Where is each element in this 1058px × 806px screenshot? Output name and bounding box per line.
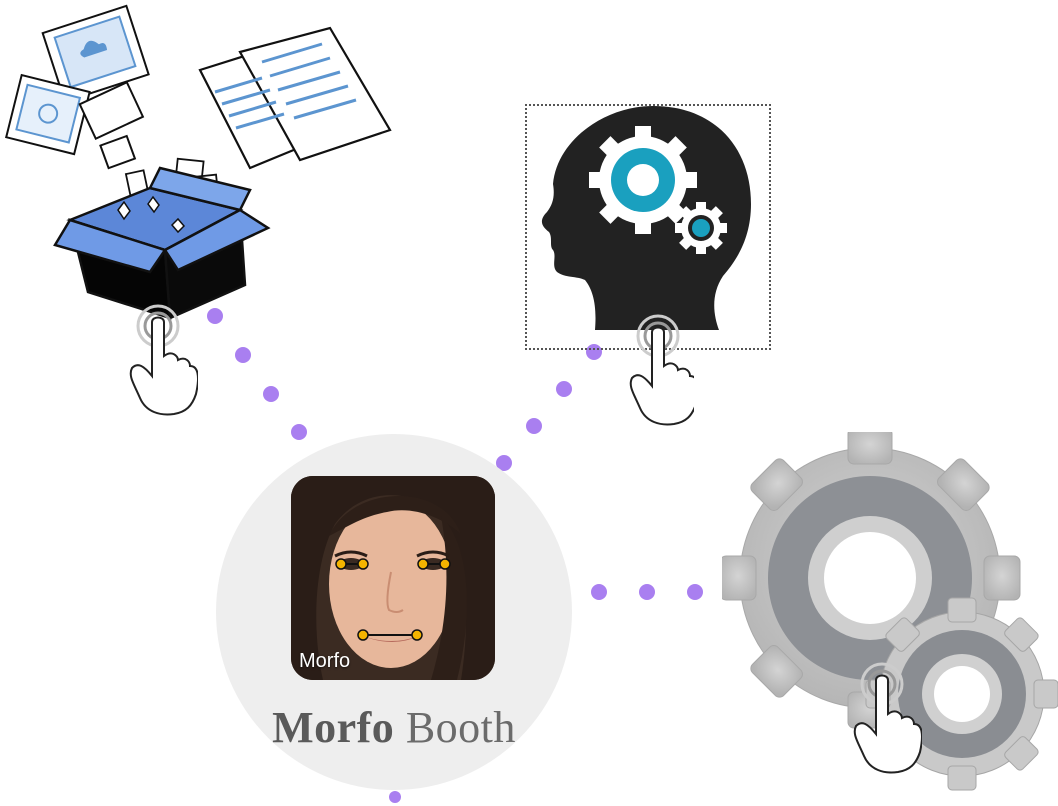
morfo-app-icon[interactable]: Morfo <box>291 476 495 680</box>
app-title-light: Booth <box>405 703 516 752</box>
connector-dot <box>556 381 572 397</box>
connector-dot <box>235 347 251 363</box>
connector-dot <box>526 418 542 434</box>
face-photo <box>291 476 495 680</box>
face-tracking-points <box>335 558 451 641</box>
app-title-bold: Morfo <box>272 703 395 752</box>
connector-dot <box>291 424 307 440</box>
connector-dot <box>263 386 279 402</box>
connector-dot <box>207 308 223 324</box>
tap-hand-icon <box>129 304 198 416</box>
connector-dot <box>496 455 512 471</box>
connector-dot <box>639 584 655 600</box>
tap-hand-icon <box>629 314 694 426</box>
head-with-gears-icon <box>541 106 751 330</box>
connector-dot <box>687 584 703 600</box>
open-box-with-documents-icon <box>4 4 392 320</box>
tap-hand-icon <box>853 662 922 774</box>
connector-dot <box>389 791 401 803</box>
app-icon-caption: Morfo <box>299 650 351 672</box>
ai-head-node[interactable] <box>535 100 765 350</box>
files-box-node[interactable] <box>0 0 400 330</box>
connector-dot <box>591 584 607 600</box>
app-title: Morfo Booth <box>216 702 572 753</box>
selection-frame <box>525 104 771 350</box>
